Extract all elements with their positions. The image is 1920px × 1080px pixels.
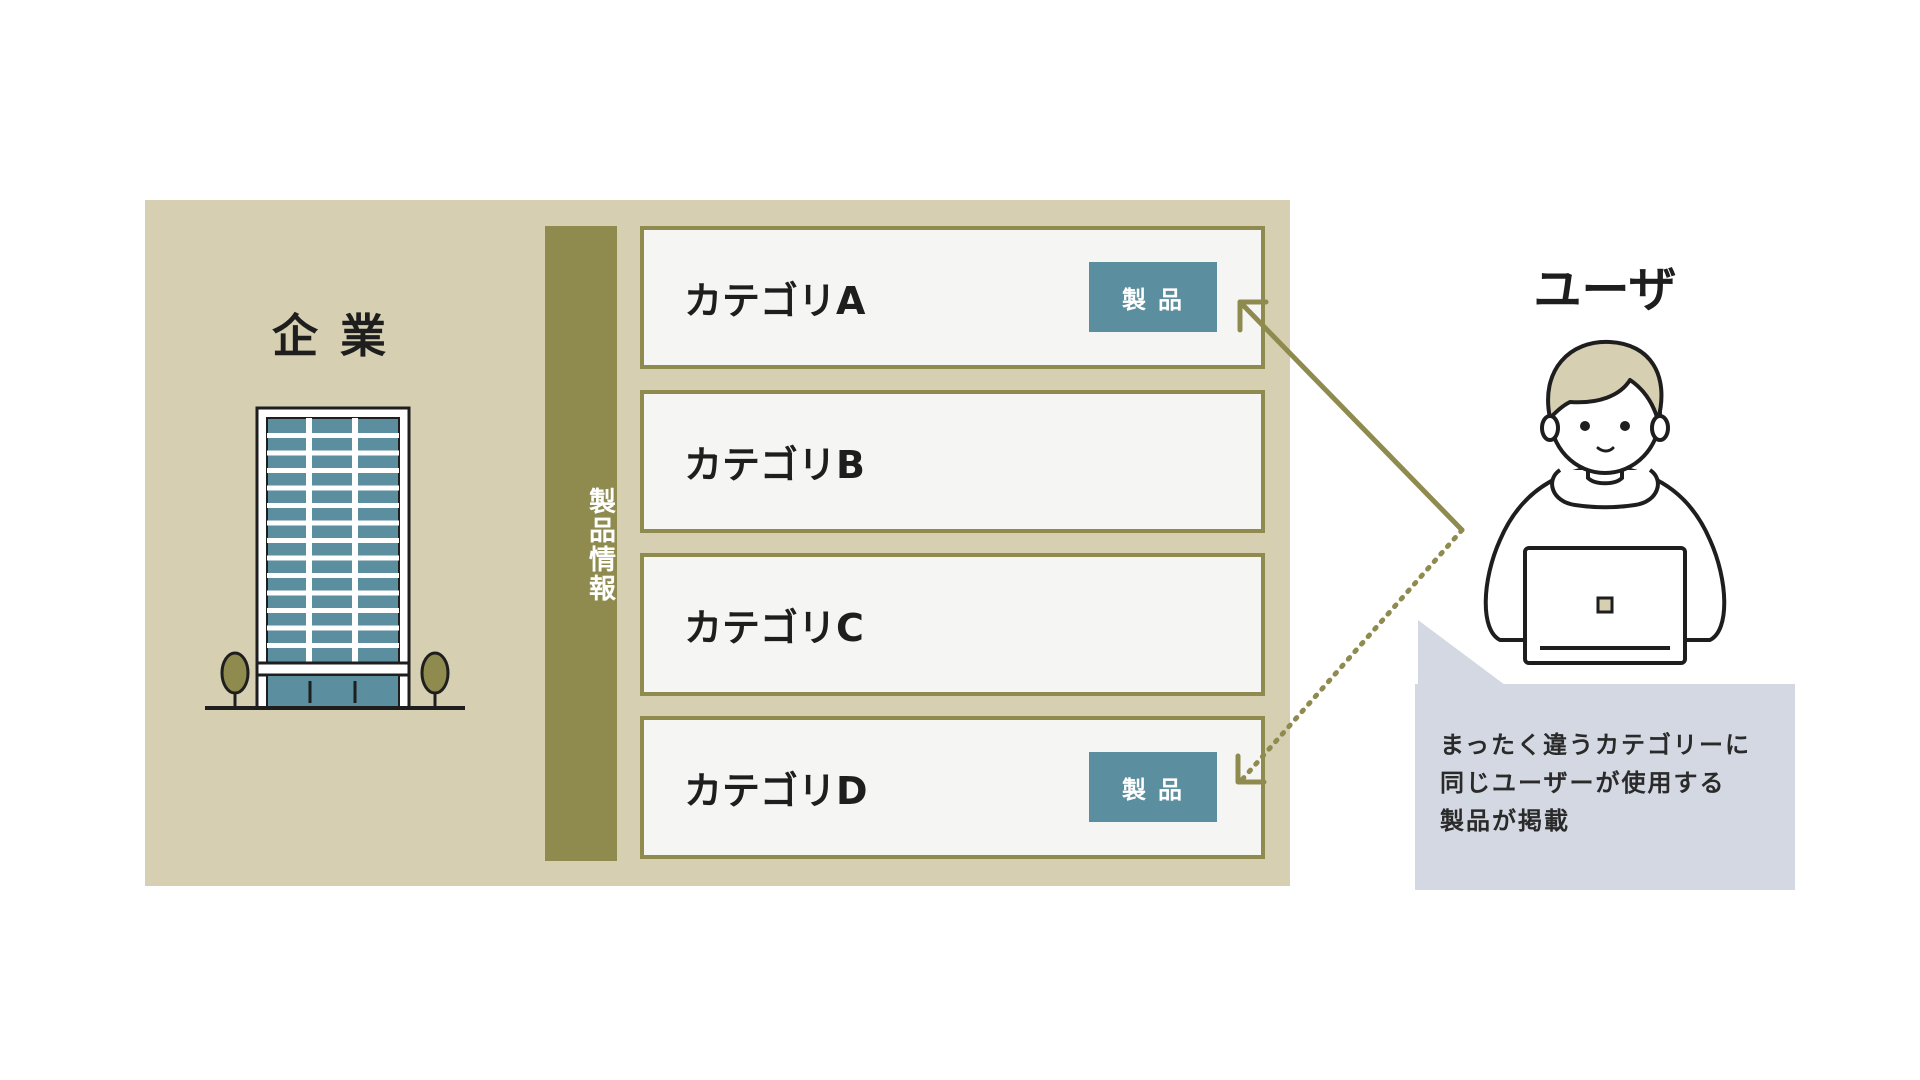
category-c-label: カテゴリC (684, 606, 864, 650)
category-a-label: カテゴリA (684, 279, 866, 323)
solid-arrow (1237, 299, 1465, 533)
category-b-card: カテゴリB (640, 390, 1265, 533)
building-icon (205, 406, 465, 710)
speech-bubble (1415, 620, 1795, 890)
product-info-bar (545, 226, 617, 861)
dotted-arrow (1235, 527, 1465, 785)
category-a-card: カテゴリA 製品 (640, 226, 1265, 369)
category-d-product-badge: 製品 (1089, 752, 1217, 822)
callout-line-3: 製品が掲載 (1440, 807, 1570, 835)
category-d-card: カテゴリD 製品 (640, 716, 1265, 859)
category-b-label: カテゴリB (684, 443, 865, 487)
category-a-product-badge: 製品 (1089, 262, 1217, 332)
user-title: ユーザ (1533, 262, 1677, 318)
company-title: 企業 (272, 309, 408, 363)
tree-right-icon (420, 651, 450, 708)
tree-left-icon (220, 651, 250, 708)
callout-line-1: まったく違うカテゴリーに (1440, 731, 1752, 759)
user-with-laptop-icon (1483, 339, 1727, 665)
product-info-label: 製品情報 (584, 487, 615, 603)
callout-line-2: 同じユーザーが使用する (1440, 769, 1726, 797)
category-c-card: カテゴリC (640, 553, 1265, 696)
callout-text: まったく違うカテゴリーに 同じユーザーが使用する 製品が掲載 (1440, 726, 1785, 840)
category-d-label: カテゴリD (684, 769, 868, 813)
